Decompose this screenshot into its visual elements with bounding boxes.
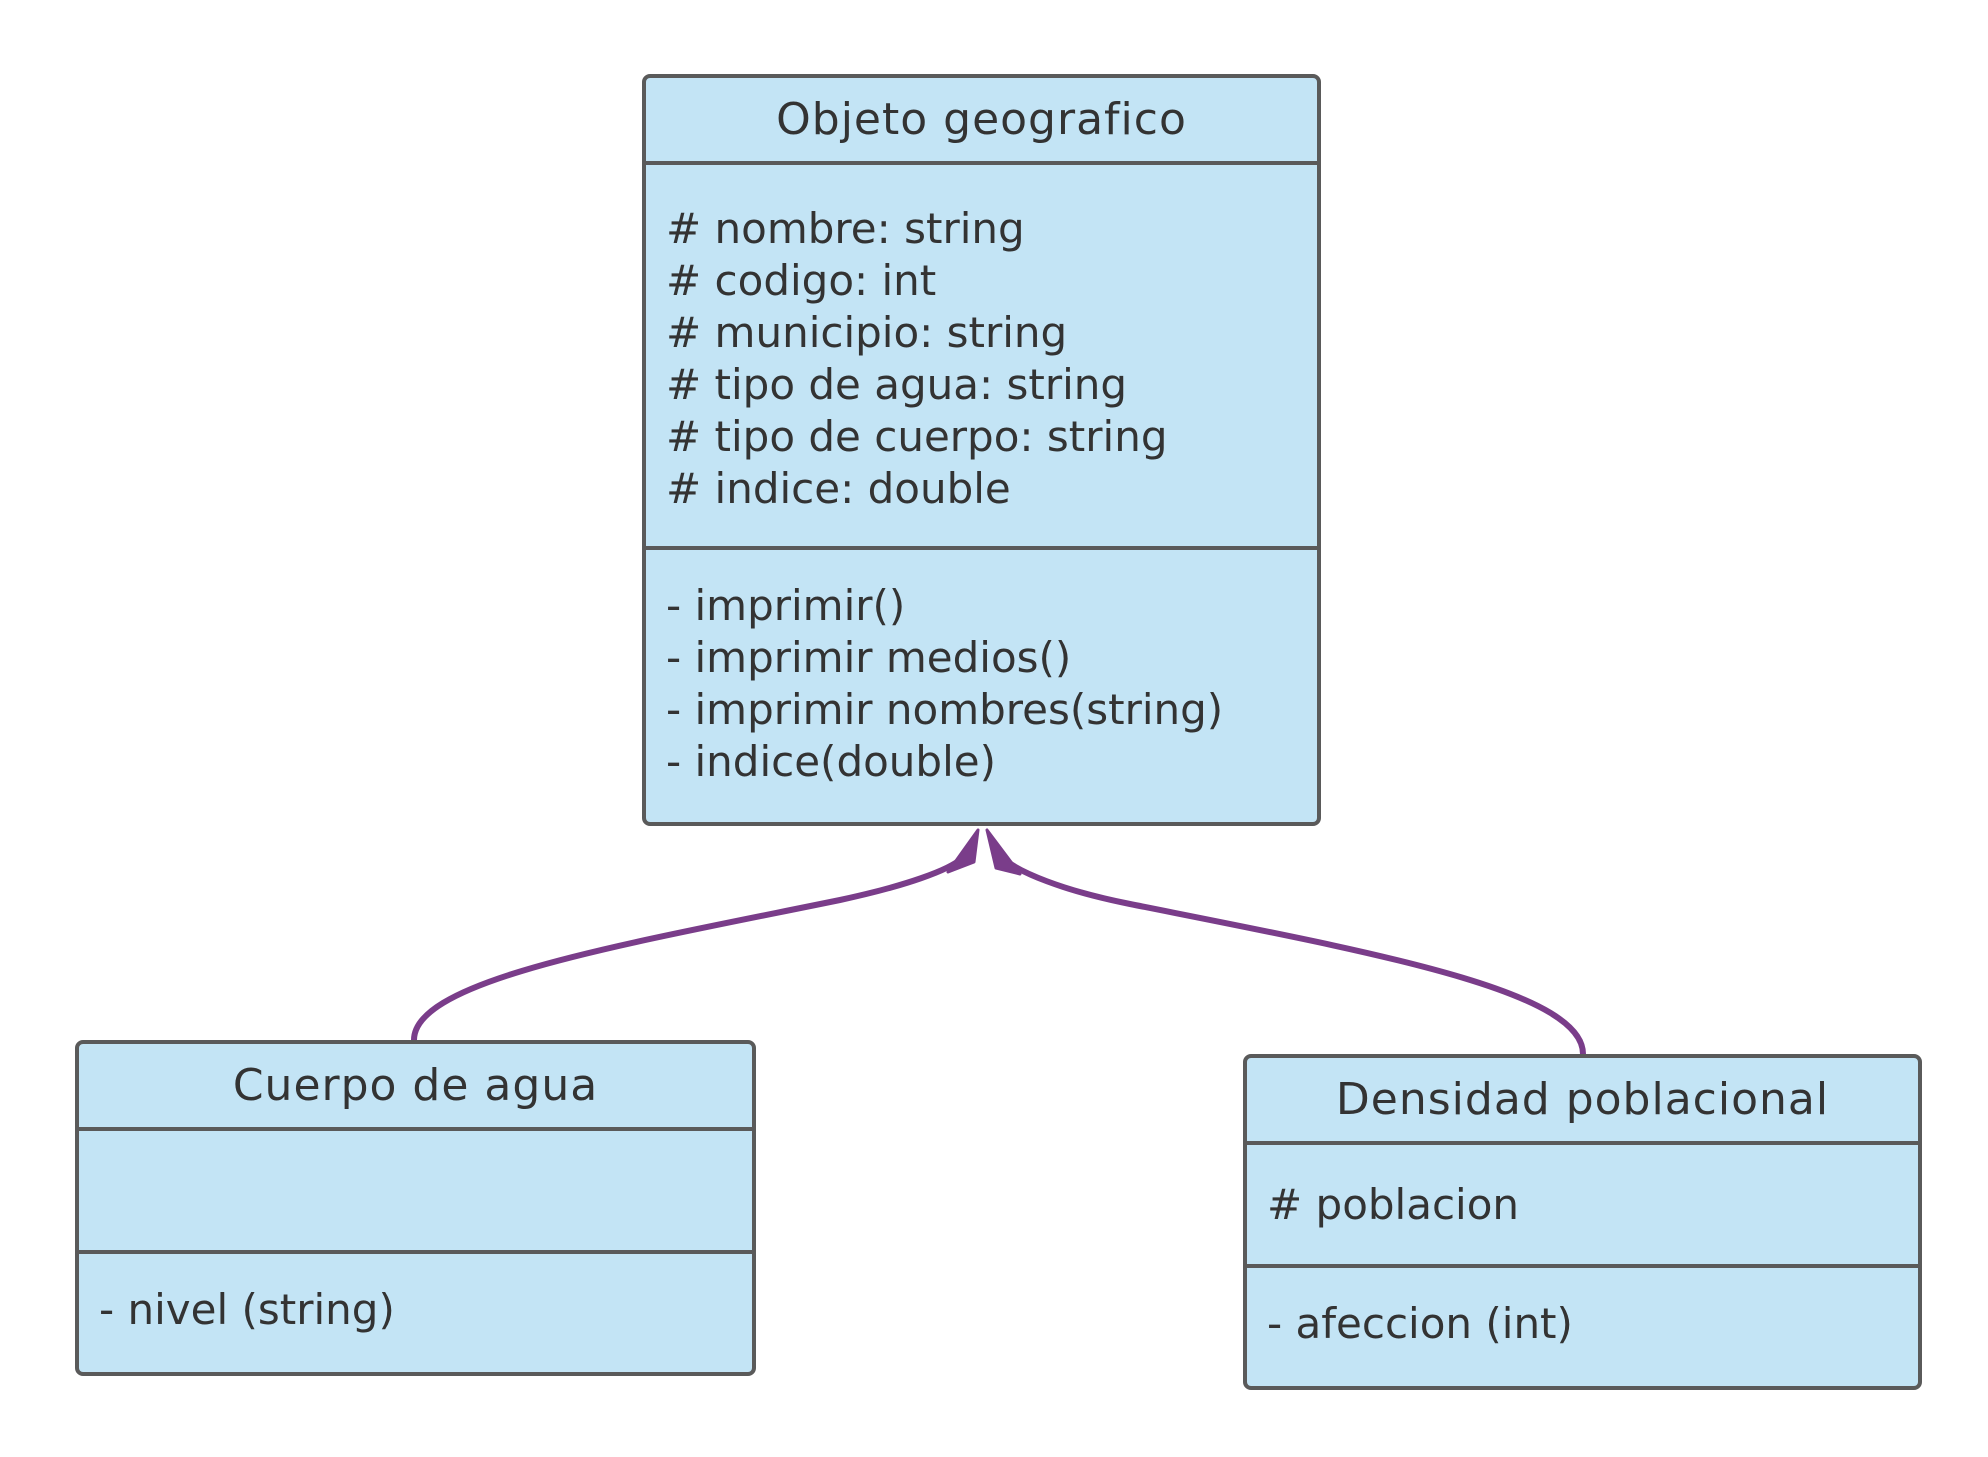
inheritance-arrowhead-right [985, 828, 1022, 876]
method: - afeccion (int) [1267, 1299, 1573, 1348]
class-name: Cuerpo de agua [79, 1044, 752, 1131]
inheritance-edge-cuerpo-to-objeto [411, 855, 965, 1043]
methods-compartment: - imprimir() - imprimir medios() - impri… [646, 550, 1317, 822]
method: - imprimir() [666, 581, 906, 630]
class-name: Densidad poblacional [1247, 1058, 1918, 1145]
method: - imprimir medios() [666, 633, 1072, 682]
attributes-compartment: # poblacion [1247, 1145, 1918, 1268]
attribute: # nombre: string [666, 204, 1025, 253]
class-objeto-geografico[interactable]: Objeto geografico # nombre: string # cod… [642, 74, 1321, 826]
attribute: # poblacion [1267, 1180, 1520, 1229]
method: - imprimir nombres(string) [666, 685, 1224, 734]
attribute: # indice: double [666, 464, 1011, 513]
attributes-compartment [79, 1131, 752, 1254]
attribute: # tipo de cuerpo: string [666, 412, 1168, 461]
inheritance-arrowhead-left [946, 828, 980, 874]
attributes-compartment: # nombre: string # codigo: int # municip… [646, 165, 1317, 550]
method: - nivel (string) [99, 1285, 395, 1334]
class-densidad-poblacional[interactable]: Densidad poblacional # poblacion - afecc… [1243, 1054, 1922, 1390]
class-name: Objeto geografico [646, 78, 1317, 165]
inheritance-edge-densidad-to-objeto [1002, 857, 1586, 1057]
method: - indice(double) [666, 737, 996, 786]
attribute: # tipo de agua: string [666, 360, 1128, 409]
class-cuerpo-de-agua[interactable]: Cuerpo de agua - nivel (string) [75, 1040, 756, 1376]
attribute: # municipio: string [666, 308, 1068, 357]
methods-compartment: - nivel (string) [79, 1254, 752, 1372]
attribute: # codigo: int [666, 256, 937, 305]
methods-compartment: - afeccion (int) [1247, 1268, 1918, 1386]
